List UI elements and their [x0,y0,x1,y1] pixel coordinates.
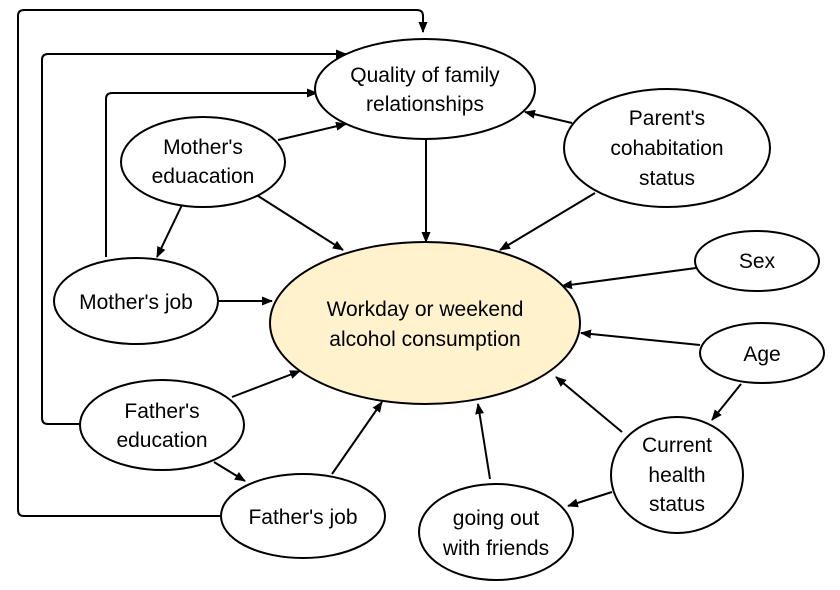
node-mothereduc-label-line-2: eduacation [152,165,255,188]
edge-health-to-center [555,376,623,433]
node-center-ellipse [269,241,581,405]
node-age-label: Age [743,343,780,366]
node-mothereduc-label-line-1: Mother's [163,136,243,159]
node-age-ellipse [699,322,825,384]
edge-cohab-to-center [499,192,596,251]
node-age: Age [699,322,825,384]
node-cohab-label-line-2: cohabitation [610,137,723,160]
node-center-label-line-2: alcohol consumption [329,328,520,351]
node-sex: Sex [694,230,820,292]
edge-age-to-center [580,329,701,346]
node-fathers-education: Father's education [79,379,245,471]
edge-fatherjob-to-quality [17,9,428,517]
edge-health-to-goingout [567,491,613,508]
edge-fatherjob-to-center [331,401,383,475]
node-mothers-education: Mother's eduacation [120,116,286,208]
node-mothers-job: Mother's job [53,257,219,345]
node-current-health-status: Current health status [610,416,744,534]
edge-fathereduc-to-quality [41,49,347,425]
node-quality-ellipse [314,38,536,140]
node-health-label-line-1: Current [642,434,712,457]
edges [17,9,742,517]
edge-fathereduc-to-fatherjob [213,461,246,482]
edge-mothereduc-to-motherjob [156,204,183,258]
node-quality-of-family-relationships: Quality of family relationships [314,38,536,140]
node-quality-label-line-2: relationships [366,93,484,116]
edge-cohab-to-quality [524,109,573,124]
edge-motherjob-to-quality [105,88,318,257]
node-motherjob-label: Mother's job [79,291,193,314]
node-going-out-with-friends: going out with friends [418,483,574,581]
node-quality-label-line-1: Quality of family [350,64,500,87]
node-health-label-line-3: status [649,493,705,516]
node-health-ellipse [610,416,744,534]
node-goingout-label-line-1: going out [453,507,540,530]
node-sex-ellipse [694,230,820,292]
edge-fathereduc-to-center [231,370,301,398]
node-cohab-label-line-3: status [639,167,695,190]
node-fathereduc-ellipse [79,379,245,471]
edge-age-to-health [711,383,742,421]
node-fathereduc-label-line-1: Father's [124,400,199,423]
edge-mothereduc-to-quality [277,121,347,141]
node-fatherjob-ellipse [220,473,386,559]
edge-goingout-to-center [475,403,491,480]
node-cohab-label-line-1: Parent's [629,107,705,130]
node-mothereduc-ellipse [120,116,286,208]
node-goingout-ellipse [418,483,574,581]
node-motherjob-ellipse [53,257,219,345]
edge-sex-to-center [561,267,697,290]
node-parents-cohabitation-status: Parent's cohabitation status [563,88,771,208]
node-cohab-ellipse [563,88,771,208]
node-center-label-line-1: Workday or weekend [327,298,524,321]
node-fathereduc-label-line-2: education [116,429,207,452]
edge-mothereduc-to-center [254,193,344,251]
node-fathers-job: Father's job [220,473,386,559]
node-health-label-line-2: health [648,464,705,487]
node-sex-label: Sex [739,250,776,273]
node-fatherjob-label: Father's job [248,506,357,529]
node-workday-or-weekend-alcohol-consumption: Workday or weekend alcohol consumption [269,241,581,405]
node-goingout-label-line-2: with friends [442,537,549,560]
